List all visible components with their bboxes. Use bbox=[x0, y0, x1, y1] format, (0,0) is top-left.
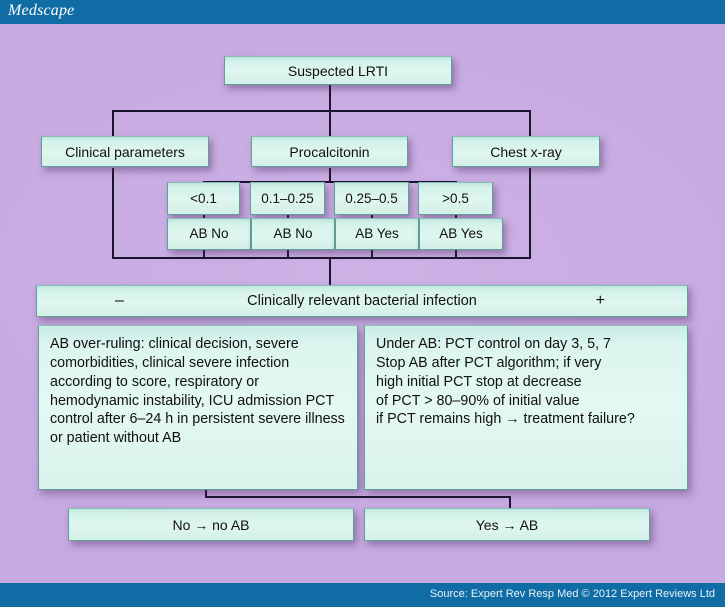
connector-pct-stem bbox=[329, 168, 331, 182]
node-pct-threshold-2[interactable]: 0.1–0.25 bbox=[250, 182, 325, 215]
source-attribution: Source: Expert Rev Resp Med © 2012 Exper… bbox=[429, 588, 715, 600]
node-ab-decision-2[interactable]: AB No bbox=[251, 218, 335, 250]
connector-outcome-bar bbox=[205, 496, 511, 498]
panel-ab-over-ruling[interactable]: AB over-ruling: clinical decision, sever… bbox=[38, 325, 358, 490]
medscape-footer-bar: Source: Expert Rev Resp Med © 2012 Exper… bbox=[0, 583, 725, 607]
medscape-header-bar: Medscape bbox=[0, 0, 725, 24]
node-ab-decision-1[interactable]: AB No bbox=[167, 218, 251, 250]
flowchart-canvas: Suspected LRTI Clinical parameters Proca… bbox=[0, 24, 725, 583]
connector-branch-bar bbox=[112, 110, 531, 112]
connector-branch-right bbox=[529, 110, 531, 136]
infection-minus-label: – bbox=[115, 292, 124, 309]
connector-pct-distributor bbox=[203, 181, 455, 183]
node-pct-threshold-4[interactable]: >0.5 bbox=[418, 182, 493, 215]
connector-dec2-collector bbox=[287, 250, 289, 258]
connector-dec4-collector bbox=[455, 250, 457, 258]
node-procalcitonin[interactable]: Procalcitonin bbox=[251, 136, 408, 167]
panel-under-ab[interactable]: Under AB: PCT control on day 3, 5, 7 Sto… bbox=[364, 325, 688, 490]
connector-dec1-collector bbox=[203, 250, 205, 258]
connector-xray-down bbox=[529, 168, 531, 258]
infection-bar-title: Clinically relevant bacterial infection bbox=[247, 293, 477, 309]
connector-collector-bar bbox=[112, 257, 531, 259]
connector-outcome-right-up bbox=[509, 496, 511, 508]
connector-outcome-left-up bbox=[205, 486, 207, 498]
node-clinical-parameters[interactable]: Clinical parameters bbox=[41, 136, 209, 167]
connector-clinical-down bbox=[112, 168, 114, 258]
node-ab-decision-4[interactable]: AB Yes bbox=[419, 218, 503, 250]
connector-dec3-collector bbox=[371, 250, 373, 258]
node-ab-decision-3[interactable]: AB Yes bbox=[335, 218, 419, 250]
node-suspected-lrti[interactable]: Suspected LRTI bbox=[224, 56, 452, 85]
medscape-logo: Medscape bbox=[8, 2, 75, 19]
node-pct-threshold-1[interactable]: <0.1 bbox=[167, 182, 240, 215]
node-chest-xray[interactable]: Chest x-ray bbox=[452, 136, 600, 167]
node-pct-threshold-3[interactable]: 0.25–0.5 bbox=[334, 182, 409, 215]
connector-collector-stem bbox=[329, 257, 331, 289]
node-clinically-relevant-bacterial-infection[interactable]: – Clinically relevant bacterial infectio… bbox=[36, 285, 688, 317]
node-outcome-no-ab[interactable]: No → no AB bbox=[68, 508, 354, 541]
connector-branch-left bbox=[112, 110, 114, 136]
node-outcome-yes-ab[interactable]: Yes → AB bbox=[364, 508, 650, 541]
connector-branch-center bbox=[329, 110, 331, 136]
infection-plus-label: + bbox=[595, 292, 605, 309]
